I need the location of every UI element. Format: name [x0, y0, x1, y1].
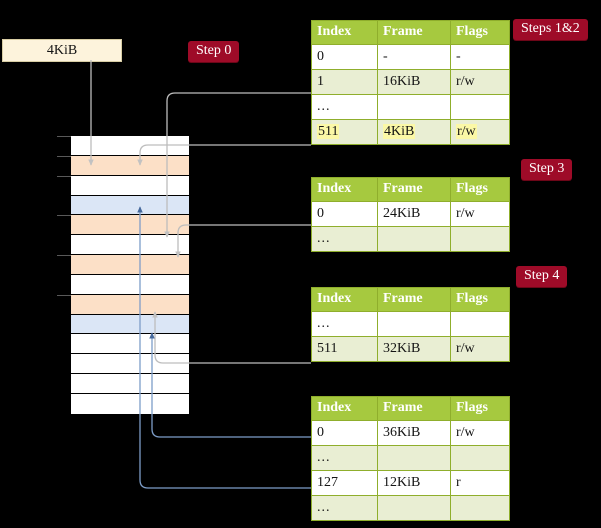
column-header-frame: Frame — [377, 20, 451, 45]
table-cell-frame: 16KiB — [377, 69, 451, 95]
table-cell-frame: 12KiB — [377, 470, 451, 496]
table-row: ... — [311, 94, 510, 120]
memory-row — [71, 274, 189, 295]
table-cell-index: 0 — [311, 44, 378, 70]
table-cell-frame — [377, 94, 451, 120]
table-cell-frame — [377, 445, 451, 471]
column-header-flags: Flags — [450, 20, 510, 45]
memory-row-tick — [57, 255, 71, 257]
table-cell-frame: 32KiB — [377, 336, 451, 362]
memory-row — [71, 314, 189, 335]
table-cell-flags: r/w — [450, 420, 510, 446]
memory-row-tick — [57, 215, 71, 217]
table-cell-flags: - — [450, 44, 510, 70]
table-cell-flags — [450, 226, 510, 252]
column-header-frame: Frame — [377, 396, 451, 421]
table-cell-index: ... — [311, 495, 378, 521]
table-cell-flags: r/w — [450, 69, 510, 95]
memory-row-tick — [57, 155, 71, 157]
column-header-flags: Flags — [450, 396, 510, 421]
table-cell-index: 1 — [311, 69, 378, 95]
memory-row — [71, 136, 189, 156]
memory-row — [71, 255, 189, 275]
column-header-index: Index — [311, 396, 378, 421]
table-cell-frame — [377, 311, 451, 337]
table-cell-frame: 4KiB — [377, 119, 451, 145]
memory-row-tick — [57, 136, 71, 137]
column-header-index: Index — [311, 20, 378, 45]
column-header-flags: Flags — [450, 177, 510, 202]
table-cell-index: 0 — [311, 201, 378, 227]
table-row: ... — [311, 445, 510, 471]
table-cell-flags — [450, 495, 510, 521]
table-cell-flags: r/w — [450, 336, 510, 362]
memory-row — [71, 354, 189, 375]
column-header-flags: Flags — [450, 287, 510, 312]
memory-row — [71, 215, 189, 236]
frame-box-4kib: 4KiB — [2, 39, 122, 62]
memory-row — [71, 334, 189, 355]
memory-row — [71, 175, 189, 196]
column-header-frame: Frame — [377, 177, 451, 202]
memory-row-tick — [57, 294, 71, 296]
memory-column — [70, 135, 190, 415]
table-cell-index: ... — [311, 94, 378, 120]
column-header-index: Index — [311, 177, 378, 202]
table-cell-index: ... — [311, 226, 378, 252]
memory-row-tick — [57, 175, 71, 177]
memory-row — [71, 374, 189, 394]
table-row: ... — [311, 311, 510, 337]
badge-step3: Step 3 — [521, 159, 573, 180]
table-cell-index: 127 — [311, 470, 378, 496]
table-row: ... — [311, 495, 510, 521]
memory-row — [71, 155, 189, 176]
table-cell-frame: - — [377, 44, 451, 70]
table-cell-flags — [450, 311, 510, 337]
table-cell-flags — [450, 445, 510, 471]
memory-row — [71, 195, 189, 216]
badge-step4: Step 4 — [516, 266, 568, 287]
memory-row — [71, 393, 189, 414]
table-row: 0-- — [311, 44, 510, 70]
table-cell-flags: r/w — [450, 119, 510, 145]
column-header-index: Index — [311, 287, 378, 312]
memory-row — [71, 294, 189, 315]
table-cell-flags: r/w — [450, 201, 510, 227]
badge-steps-1-and-2: Steps 1&2 — [513, 19, 588, 40]
table-cell-flags: r — [450, 470, 510, 496]
column-header-frame: Frame — [377, 287, 451, 312]
memory-row — [71, 235, 189, 256]
table-cell-index: 511 — [311, 119, 378, 145]
table-cell-index: 511 — [311, 336, 378, 362]
wire-step3-row0-to-memory — [175, 224, 311, 258]
table-cell-index: ... — [311, 445, 378, 471]
table-cell-flags — [450, 94, 510, 120]
table-row: ... — [311, 226, 510, 252]
badge-step0: Step 0 — [188, 41, 240, 62]
table-cell-index: ... — [311, 311, 378, 337]
table-cell-index: 0 — [311, 420, 378, 446]
table-cell-frame — [377, 495, 451, 521]
table-cell-frame: 36KiB — [377, 420, 451, 446]
table-cell-frame — [377, 226, 451, 252]
table-cell-frame: 24KiB — [377, 201, 451, 227]
